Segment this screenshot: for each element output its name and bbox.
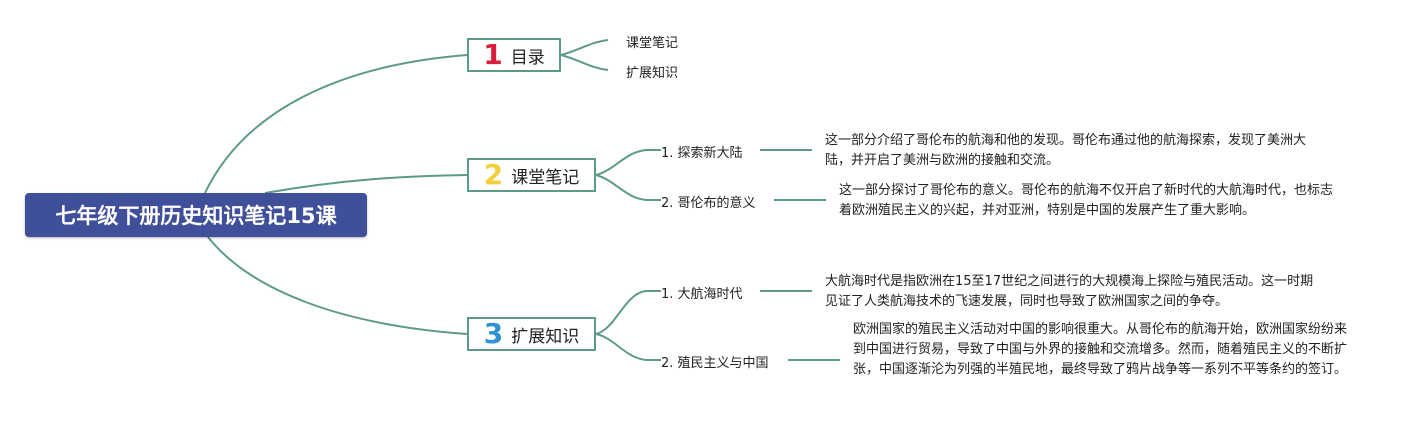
subtopic-description: 欧洲国家的殖民主义活动对中国的影响很重大。从哥伦布的航海开始，欧洲国家纷纷来到中…: [853, 322, 1348, 377]
root-node[interactable]: 七年级下册历史知识笔记15课: [25, 193, 367, 237]
subtopic-columbus-significance[interactable]: 2. 哥伦布的意义: [661, 196, 756, 211]
number-1-icon: 1: [483, 38, 503, 71]
connector-b3-c2: [595, 333, 661, 361]
number-2-icon: 2: [483, 158, 504, 191]
branch-label: 课堂笔记: [511, 167, 580, 188]
toc-item-extended-knowledge[interactable]: 扩展知识: [626, 66, 679, 81]
connector-root-branch-2: [264, 174, 468, 194]
connector-b3-c1: [595, 290, 661, 335]
branch-label: 目录: [510, 47, 545, 68]
connector-b1-c2: [560, 54, 609, 71]
toc-item-class-notes[interactable]: 课堂笔记: [626, 36, 679, 51]
subtopic-description: 这一部分探讨了哥伦布的意义。哥伦布的航海不仅开启了新时代的大航海时代，也标志着欧…: [839, 183, 1334, 218]
subtopic-description: 大航海时代是指欧洲在15至17世纪之间进行的大规模海上探险与殖民活动。这一时期见…: [825, 274, 1314, 309]
subtopic-description: 这一部分介绍了哥伦布的航海和他的发现。哥伦布通过他的航海探索，发现了美洲大陆，并…: [825, 133, 1307, 168]
subtopic-colonialism-and-china[interactable]: 2. 殖民主义与中国: [661, 356, 769, 371]
number-3-icon: 3: [483, 317, 504, 350]
subtopic-explore-new-continent[interactable]: 1. 探索新大陆: [661, 146, 743, 161]
connector-root-branch-3: [207, 236, 468, 335]
connector-root-branch-1: [204, 54, 468, 194]
connector-b1-c1: [560, 39, 609, 56]
connector-b2-c2: [595, 174, 661, 201]
branch-node-extended-knowledge[interactable]: 3 扩展知识: [467, 317, 596, 351]
subtopic-age-of-discovery[interactable]: 1. 大航海时代: [661, 287, 743, 302]
root-title: 七年级下册历史知识笔记15课: [55, 204, 337, 228]
branch-label: 扩展知识: [511, 326, 580, 347]
branch-node-toc[interactable]: 1 目录: [467, 38, 561, 72]
connector-b2-c1: [595, 149, 661, 176]
branch-node-class-notes[interactable]: 2 课堂笔记: [467, 158, 596, 192]
